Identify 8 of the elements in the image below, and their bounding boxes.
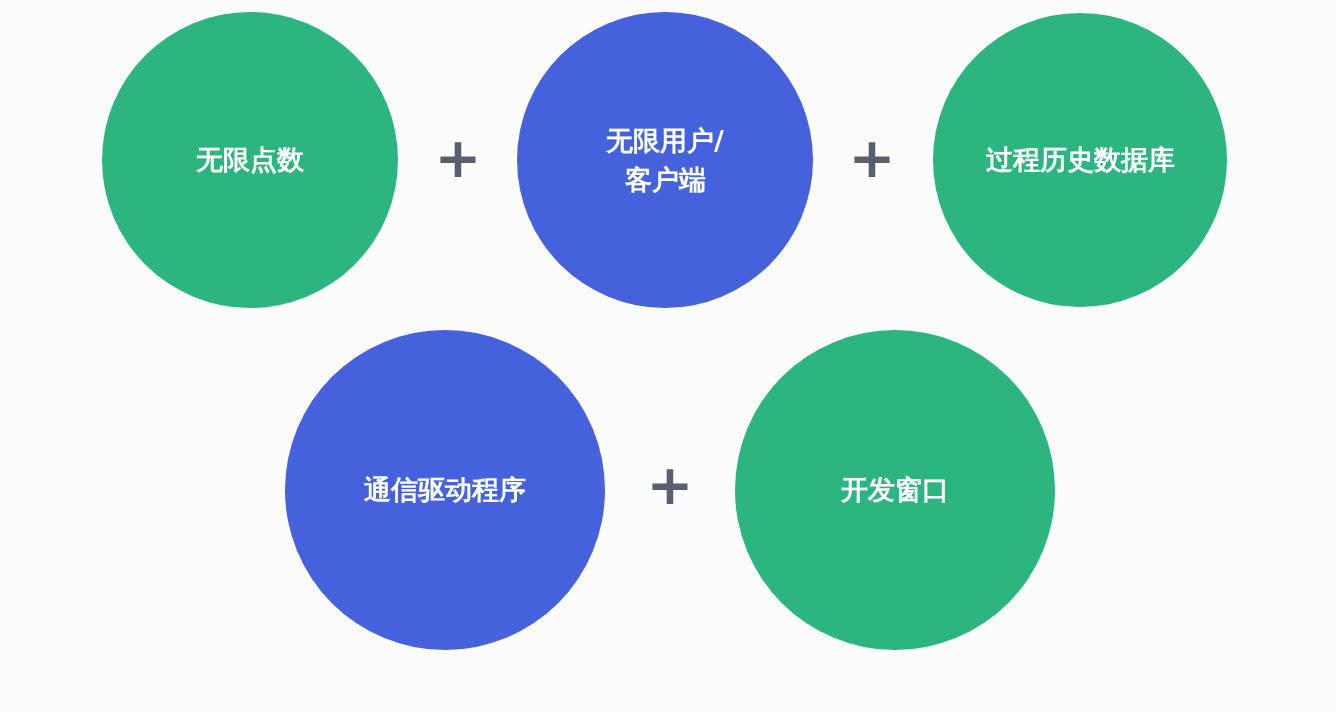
plus-sign: + [646, 457, 694, 513]
node-label: 无限用户/客户端 [605, 123, 725, 197]
plus-sign: + [434, 130, 482, 186]
node-label: 无限点数 [196, 143, 304, 178]
node-label: 开发窗口 [841, 473, 949, 508]
plus-sign: + [848, 130, 896, 186]
node-label: 过程历史数据库 [985, 143, 1175, 178]
node-label: 通信驱动程序 [364, 473, 526, 508]
